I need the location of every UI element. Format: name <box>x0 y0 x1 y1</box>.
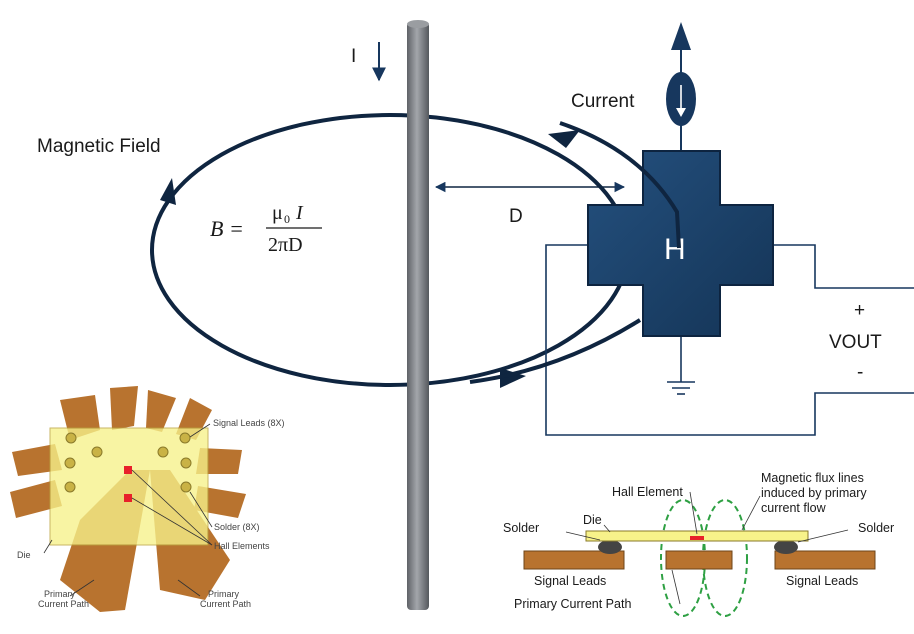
vout-minus: - <box>857 362 863 383</box>
field-formula: B = μ 0 I 2πD <box>210 202 322 256</box>
hall-element-bottom <box>124 494 132 502</box>
inset-die-label: Die <box>17 550 31 560</box>
inset-solder-label: Solder (8X) <box>214 522 260 532</box>
cs-die-label: Die <box>583 513 602 527</box>
cs-signal-leads-left-label: Signal Leads <box>534 574 606 588</box>
hall-element-top <box>124 466 132 474</box>
cs-solder-left-label: Solder <box>503 521 539 535</box>
current-source <box>666 22 696 150</box>
current-arrow-label: I <box>351 46 356 67</box>
field-loop-front-segment <box>559 121 681 249</box>
vout-plus: + <box>854 300 865 321</box>
field-arrow-top <box>548 130 580 148</box>
cs-flux-label-line1: Magnetic flux lines <box>761 471 864 485</box>
cs-solder-left <box>598 540 622 554</box>
formula-current: I <box>295 202 304 224</box>
cross-section-diagram: Hall Element Magnetic flux lines induced… <box>503 471 894 617</box>
package-inset: Signal Leads (8X) Solder (8X) Hall Eleme… <box>10 386 285 612</box>
cs-solder-right <box>774 540 798 554</box>
down-arrow-icon <box>676 108 686 117</box>
formula-denominator: 2πD <box>268 234 303 256</box>
vout-label: VOUT <box>829 332 882 353</box>
field-arrow-left <box>160 178 176 205</box>
field-arrow-bottom <box>500 368 526 388</box>
cs-signal-leads-right-label: Signal Leads <box>786 574 858 588</box>
inset-primary-label-line2: Current Path <box>38 599 89 609</box>
magnetic-field-loop <box>150 113 630 388</box>
primary-conductor-rod <box>407 20 429 610</box>
supply-arrow-icon <box>671 22 691 50</box>
cs-flux-label-line3: current flow <box>761 501 827 515</box>
distance-label: D <box>509 206 523 227</box>
current-source-label: Current <box>571 91 635 112</box>
formula-mu: μ <box>272 202 283 224</box>
inset-primary-label-line1: Primary <box>44 589 75 599</box>
cs-hall-element <box>690 536 704 540</box>
ground-icon <box>667 335 695 395</box>
inset-primary-right-line2: Current Path <box>200 599 251 609</box>
cs-signal-lead-left <box>523 550 625 570</box>
output-wiring <box>545 244 914 436</box>
inset-signal-leads-label: Signal Leads (8X) <box>213 418 285 428</box>
inset-hall-elements-label: Hall Elements <box>214 541 270 551</box>
cs-signal-lead-right <box>774 550 876 570</box>
formula-mu-subscript: 0 <box>284 212 290 226</box>
cs-hall-element-label: Hall Element <box>612 485 683 499</box>
cs-solder-right-label: Solder <box>858 521 894 535</box>
field-loop-front-lower <box>469 318 642 384</box>
cs-flux-label-line2: induced by primary <box>761 486 867 500</box>
inset-primary-right-line1: Primary <box>208 589 239 599</box>
magnetic-field-label: Magnetic Field <box>37 136 161 157</box>
hall-symbol: H <box>664 233 686 266</box>
formula-lhs: B = <box>210 216 244 241</box>
cs-primary-path <box>665 550 733 570</box>
cs-primary-path-label: Primary Current Path <box>514 597 631 611</box>
